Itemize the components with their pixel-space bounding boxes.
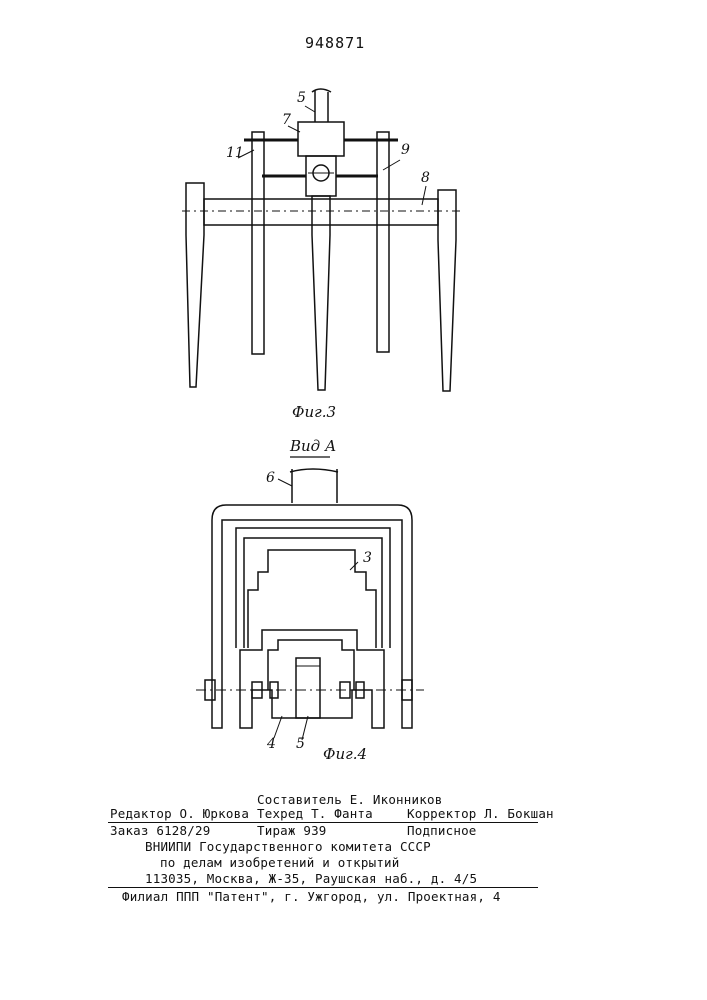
- fig3-label-7: 7: [282, 112, 291, 128]
- fig4-label-6: 6: [266, 470, 275, 486]
- member-5: [296, 658, 320, 718]
- colophon-rule-bottom: [108, 887, 538, 888]
- block-7: [298, 122, 344, 156]
- order-line: Заказ 6128/29: [110, 823, 210, 838]
- fig4-label-4: 4: [267, 736, 276, 752]
- fig4-label-5: 5: [296, 736, 305, 752]
- fig3-label-8: 8: [421, 170, 430, 186]
- tine-right: [438, 190, 456, 391]
- org-line-1: ВНИИПИ Государственного комитета СССР: [145, 839, 431, 854]
- fig3-label-11: 11: [226, 145, 244, 161]
- fig3-label-9: 9: [401, 142, 410, 158]
- subscription-line: Подписное: [407, 823, 477, 838]
- org-line-2: по делам изобретений и открытий: [160, 855, 400, 870]
- figure4-caption: Фиг.4: [323, 745, 367, 763]
- beam-8: [204, 199, 438, 225]
- figure4-view-title: Вид А: [290, 437, 336, 455]
- fig3-label-5: 5: [297, 90, 306, 106]
- figure4-drawing: [196, 457, 424, 740]
- corrector-line: Корректор Л. Бокшан: [407, 806, 554, 821]
- rod-11-left: [252, 132, 264, 354]
- techeditor-line: Техред Т. Фанта: [257, 806, 373, 821]
- editor-line: Редактор О. Юркова: [110, 806, 249, 821]
- address-line: 113035, Москва, Ж-35, Раушская наб., д. …: [145, 871, 477, 886]
- branch-line: Филиал ППП "Патент", г. Ужгород, ул. Про…: [122, 889, 501, 904]
- compiler-line: Составитель Е. Иконников: [257, 792, 442, 807]
- figure3-drawing: [182, 89, 462, 391]
- pivot-block: [306, 156, 336, 196]
- circulation-line: Тираж 939: [257, 823, 327, 838]
- rod-right: [377, 132, 389, 352]
- fig4-label-3: 3: [363, 550, 372, 566]
- fork-4: [240, 630, 384, 728]
- tine-left: [186, 183, 204, 387]
- figure3-caption: Фиг.3: [292, 403, 336, 421]
